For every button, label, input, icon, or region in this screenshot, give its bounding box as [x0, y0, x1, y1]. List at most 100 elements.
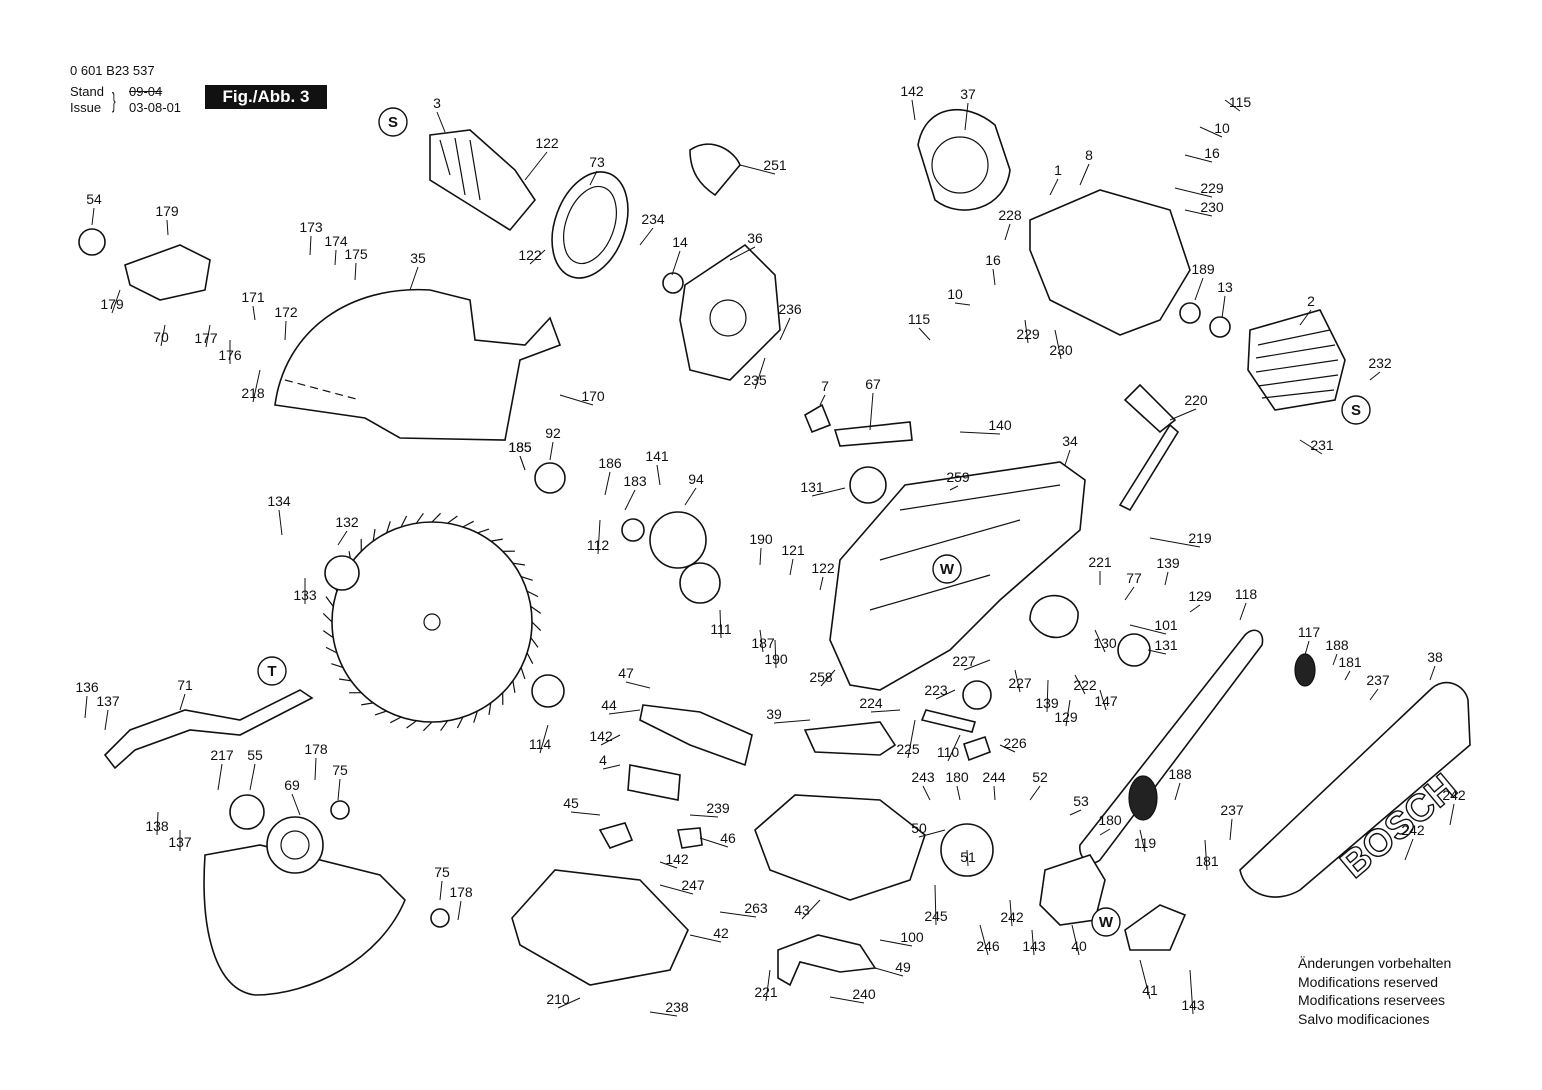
callout-label: 230 — [1200, 199, 1224, 215]
callout-label: 221 — [754, 984, 778, 1000]
callout-label: 52 — [1032, 769, 1048, 785]
callout-label: 237 — [1220, 802, 1244, 818]
callout-label: 222 — [1073, 677, 1097, 693]
callout-label: 239 — [706, 800, 730, 816]
callout-label: 171 — [241, 289, 265, 305]
callout-leader-line — [1094, 629, 1106, 653]
callout-label: 47 — [618, 665, 634, 681]
callout-leader-line — [935, 689, 956, 700]
callout-label: 16 — [1204, 145, 1220, 161]
callout-leader-line — [160, 324, 166, 347]
note-fr: Modifications reservees — [1298, 992, 1446, 1008]
callout-label: 225 — [896, 741, 920, 757]
armature — [429, 129, 536, 232]
callout-leader-line — [1194, 277, 1204, 301]
bevel-bracket — [1029, 594, 1079, 639]
callout-leader-line — [1184, 154, 1213, 163]
callout-leader-line — [759, 629, 764, 653]
callout-label: 10 — [947, 286, 963, 302]
blade-flange-inner — [531, 674, 565, 708]
guard-hub-inner — [280, 830, 310, 860]
callout-leader-line — [699, 837, 729, 848]
spindle-gear — [679, 562, 721, 604]
callout-leader-line — [570, 811, 601, 816]
motor-bearing — [1209, 316, 1231, 338]
callout-leader-line — [1429, 665, 1436, 681]
callout-leader-line — [1139, 959, 1151, 1000]
callout-leader-line — [656, 464, 661, 486]
callout-leader-line — [539, 724, 549, 754]
callout-leader-line — [1332, 653, 1338, 666]
callout-leader-line — [754, 357, 766, 390]
callout-label: 2 — [1307, 293, 1315, 309]
callout-leader-line — [111, 289, 121, 314]
callout-leader-line — [659, 884, 694, 895]
callout-leader-line — [1239, 602, 1247, 621]
callout-label: 112 — [587, 537, 610, 553]
callout-label: 129 — [1188, 588, 1212, 604]
callout-leader-line — [1074, 674, 1086, 695]
callout-leader-line — [602, 764, 621, 770]
callout-label: 247 — [681, 877, 705, 893]
callout-leader-line — [959, 431, 1001, 435]
lock-cover — [1124, 904, 1187, 951]
callout-leader-line — [278, 509, 283, 536]
callout-label: 130 — [1093, 635, 1117, 651]
callout-label: 67 — [865, 376, 881, 392]
callout-label: 110 — [937, 744, 960, 760]
saw-blade-arbor-hole — [423, 613, 441, 631]
callout-leader-line — [597, 519, 601, 555]
callout-leader-line — [759, 547, 762, 566]
callout-label: 131 — [800, 479, 824, 495]
callout-label: 55 — [247, 747, 263, 763]
pulley-washer — [849, 466, 887, 504]
callout-label: 181 — [1338, 654, 1362, 670]
handle-housing — [754, 794, 926, 901]
callout-label: 178 — [304, 741, 328, 757]
callout-label: 143 — [1181, 997, 1205, 1013]
note-en: Modifications reserved — [1298, 973, 1439, 990]
lower-guard-washer — [229, 794, 265, 830]
callout-leader-line — [436, 111, 446, 133]
callout-label: 71 — [177, 677, 193, 693]
callout-label: 185 — [508, 439, 532, 455]
callout-leader-line — [829, 996, 865, 1004]
callout-label: 134 — [267, 493, 291, 509]
shaft-bearing — [962, 680, 992, 710]
motor-housing — [1029, 189, 1191, 336]
callout-leader-line — [819, 394, 826, 406]
callout-label: 141 — [645, 448, 669, 464]
callout-leader-line — [1009, 899, 1013, 927]
callout-label: 111 — [710, 621, 731, 637]
callout-leader-line — [947, 734, 961, 762]
guard-bushing-lower — [430, 908, 450, 928]
callout-leader-line — [519, 455, 526, 471]
callout-leader-line — [719, 911, 757, 918]
callout-label: 8 — [1085, 147, 1093, 163]
callout-leader-line — [589, 170, 598, 186]
callout-label: 35 — [410, 250, 426, 266]
callout-leader-line — [252, 369, 261, 403]
callout-label: 173 — [299, 219, 323, 235]
callout-leader-line — [966, 849, 969, 867]
callout-label: 138 — [145, 818, 169, 834]
field-coil — [1247, 309, 1346, 411]
callout-label: 121 — [781, 542, 805, 558]
callout-leader-line — [964, 102, 969, 131]
callout-label: 36 — [747, 230, 763, 246]
callout-leader-line — [801, 899, 821, 920]
callout-leader-line — [870, 709, 901, 713]
callout-leader-line — [524, 151, 548, 181]
callout-leader-line — [1147, 649, 1167, 655]
callout-leader-line — [963, 659, 991, 671]
guard-lever — [103, 689, 314, 770]
callout-label: 115 — [908, 311, 931, 327]
callout-label: 142 — [665, 851, 689, 867]
callout-label: 10 — [1214, 120, 1230, 136]
bearing-sleeve — [1179, 302, 1201, 324]
callout-leader-line — [457, 900, 462, 921]
callout-label: 136 — [75, 679, 99, 695]
arbor-washer — [534, 462, 566, 494]
callout-label: 229 — [1016, 326, 1040, 342]
callout-label: 174 — [324, 233, 348, 249]
